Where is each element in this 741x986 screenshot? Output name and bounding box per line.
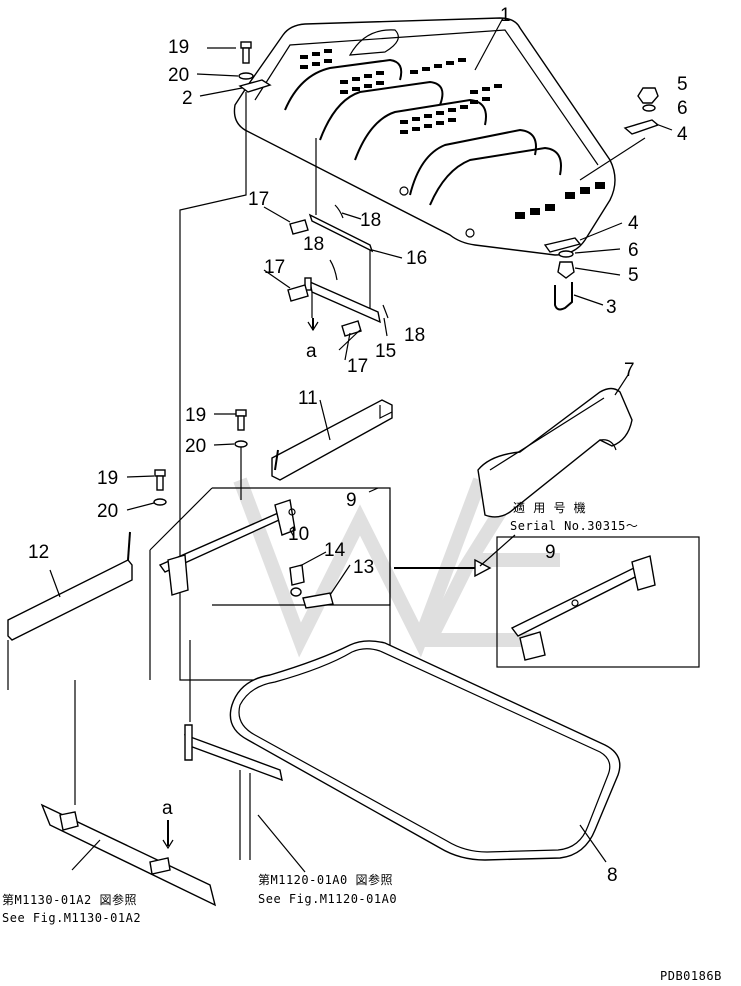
callout-13: 13 (353, 557, 374, 578)
rod-assembly (287, 138, 389, 337)
bar-11 (271, 399, 393, 481)
frame-lower-right (184, 640, 306, 873)
bolt-19-mid (153, 409, 248, 506)
nut-washer-set (543, 87, 660, 311)
callout-19-top: 19 (168, 37, 189, 58)
rail-9 (149, 487, 391, 680)
drawing-code: PDB0186B (660, 969, 722, 983)
serial-note-jp: 適 用 号 機 (513, 500, 586, 515)
callout-17-b: 17 (264, 257, 285, 278)
callout-17-c: 17 (347, 356, 368, 377)
callout-18-a: 18 (360, 210, 381, 231)
callout-11: 11 (298, 388, 318, 409)
reference-note-1-en: See Fig.M1130-01A2 (2, 911, 141, 925)
callout-4-top: 4 (677, 124, 688, 145)
callout-a-bottom: a (162, 798, 173, 819)
reference-note-2-jp: 第M1120-01A0 図参照 (258, 872, 393, 887)
notes: 適 用 号 機 Serial No.30315～ 第M1130-01A2 図参照… (2, 500, 722, 983)
callout-5-top: 5 (677, 74, 688, 95)
callout-a-top: a (306, 341, 317, 362)
callout-6-top: 6 (677, 98, 688, 119)
roof-cover (233, 17, 616, 256)
guard-7 (477, 387, 633, 518)
callout-3: 3 (606, 297, 617, 318)
reference-note-2-en: See Fig.M1120-01A0 (258, 892, 397, 906)
callout-7: 7 (624, 360, 635, 381)
leader-lines (49, 17, 673, 598)
callout-10: 10 (288, 524, 309, 545)
callout-4-mid: 4 (628, 213, 639, 234)
frame-lower-left (40, 680, 217, 907)
callout-numbers: 1 19 20 2 5 6 4 4 6 5 3 17 18 18 16 17 1… (28, 5, 688, 886)
callout-1: 1 (500, 5, 511, 26)
callout-20-top: 20 (168, 65, 189, 86)
callout-20-low: 20 (97, 501, 118, 522)
serial-note-en: Serial No.30315～ (510, 519, 638, 533)
reference-note-1-jp: 第M1130-01A2 図参照 (2, 892, 137, 907)
callout-15: 15 (375, 341, 396, 362)
callout-19-low: 19 (97, 468, 118, 489)
callout-16: 16 (406, 248, 427, 269)
callout-5-mid: 5 (628, 265, 639, 286)
callout-18-c: 18 (404, 325, 425, 346)
bar-12 (7, 531, 133, 690)
callout-17-a: 17 (248, 189, 269, 210)
callout-19-mid: 19 (185, 405, 206, 426)
callout-8: 8 (607, 865, 618, 886)
callout-2: 2 (182, 88, 193, 109)
callout-18-b: 18 (303, 234, 324, 255)
callout-6-mid: 6 (628, 240, 639, 261)
callout-9-main: 9 (346, 490, 357, 511)
callout-9-inset: 9 (545, 542, 556, 563)
callout-20-mid: 20 (185, 436, 206, 457)
callout-14: 14 (324, 540, 346, 561)
inset-box (394, 534, 700, 668)
gasket-8 (229, 640, 621, 863)
callout-12: 12 (28, 542, 49, 563)
